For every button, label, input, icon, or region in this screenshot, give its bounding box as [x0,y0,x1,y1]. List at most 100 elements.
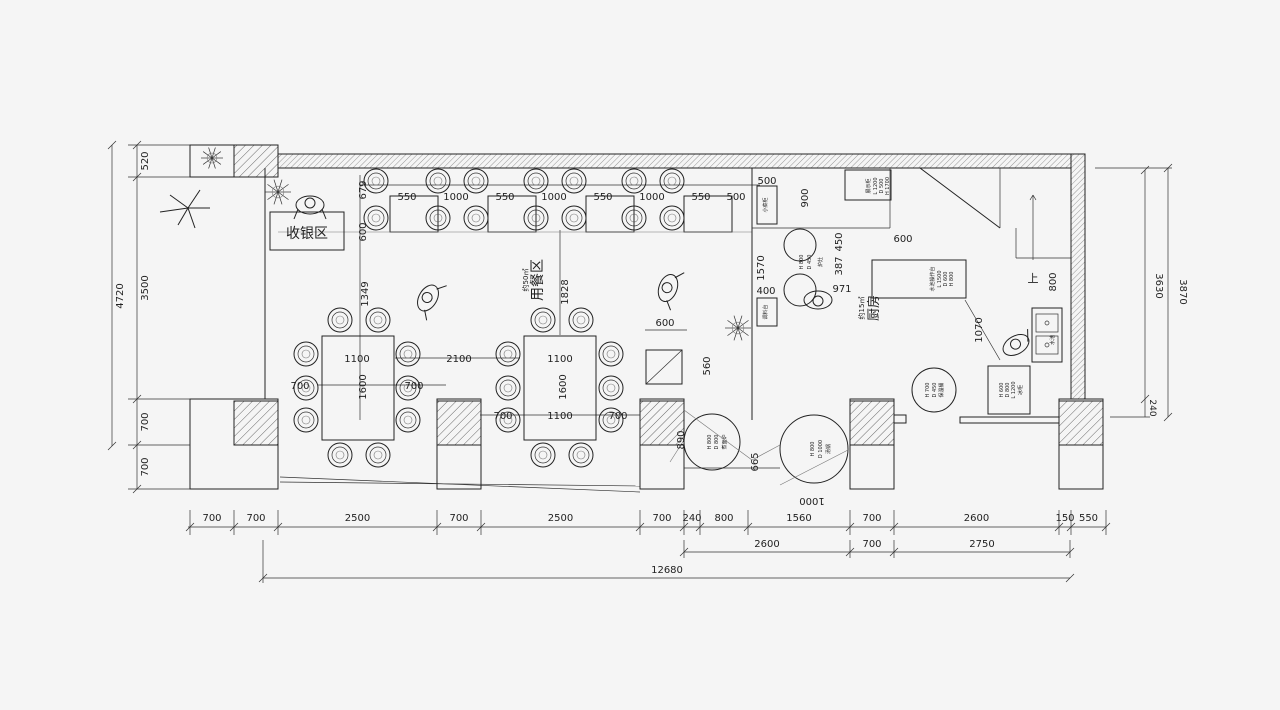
equip-spec-zhanshigui-2: D 500 [879,179,885,194]
dim-top-row: 1000 [541,192,566,203]
dim-left-inner: 520 [140,151,151,170]
dim-dining: 1100 [344,354,369,365]
dim-bottom-row1: 240 [682,513,701,524]
stool [495,341,521,367]
stool [293,375,319,401]
dim-right-inner: 3630 [1153,273,1164,298]
dim-left-outer: 4720 [115,283,126,308]
equip-spec-zhumianlu-1: D 800 [714,435,720,450]
stool [395,341,421,367]
stool [425,168,451,194]
stairs [919,167,1071,259]
dining-area: 约50㎡ [521,269,530,292]
dining-tables [278,195,752,441]
dim-kitchen: 500 [757,176,776,187]
dim-bottom-row1: 700 [202,513,221,524]
stool [495,407,521,433]
dim-dining: 1349 [360,281,371,306]
stool [463,168,489,194]
dim-bottom-row1: 700 [449,513,468,524]
stool [530,442,556,468]
equip-name-zhumianlu: 煮面炉 [721,434,728,449]
dim-dining: 700 [608,411,627,422]
dim-bottom-row1: 700 [246,513,265,524]
dim-left-inner: 700 [140,457,151,476]
dim-dining: 1828 [560,279,571,304]
stool [568,442,594,468]
stool [463,205,489,231]
label-xiaocaigui: 小菜柜 [762,197,769,212]
dim-top-row: 550 [593,192,612,203]
dim-top-row: 550 [691,192,710,203]
equip-name-tangguo: 汤锅 [825,444,832,454]
dim-dining: 1600 [558,374,569,399]
equip-spec-tangguo-2: H 800 [810,442,816,457]
dim-dining: 1600 [358,374,369,399]
equip-spec-shuichi-2: D 600 [943,272,949,287]
stool [495,375,521,401]
dim-left-inner: 3500 [140,275,151,300]
dim-dining: 560 [702,356,713,375]
dim-kitchen: 387 [834,256,845,275]
plant-icon [725,315,751,341]
equip-spec-luzao-2: H 800 [799,255,805,270]
equip-name-luzao: 炉灶 [817,257,824,267]
kitchen-area-label: 约15㎡ [857,297,866,320]
dim-bottom-row1: 2500 [345,513,370,524]
dim-top-row: 550 [495,192,514,203]
stool [561,168,587,194]
dim-right-outer: 3870 [1177,279,1188,304]
dim-left-inner: 700 [140,412,151,431]
stool [523,168,549,194]
person-kitchen-2 [1002,329,1030,356]
stool [659,205,685,231]
columns [189,144,1104,490]
person-kitchen-1 [803,290,833,310]
equip-spec-binggui-2: D 800 [1005,383,1011,398]
dim-bottom-row1: 800 [714,513,733,524]
stool [530,307,556,333]
dim-kitchen: 900 [800,188,811,207]
plants [159,147,751,341]
equip-spec-shuichi-1: L 1500 [937,270,943,287]
dim-right-inner: 240 [1147,399,1157,416]
equip-spec-baowentong-1: D 450 [932,383,938,398]
dim-bottom-row2: 700 [862,539,881,550]
stool [327,307,353,333]
equip-spec-binggui-1: L 1200 [1011,381,1017,398]
label-shuichi: 水池 [1049,335,1056,345]
dim-top-row: 500 [726,192,745,203]
dim-bottom-row1: 150 [1055,513,1074,524]
dim-dining: 700 [493,411,512,422]
equip-spec-shuichi-3: H 800 [949,272,955,287]
dim-dining: 700 [290,381,309,392]
dim-dining: 890 [676,430,687,449]
dim-top-row: 1000 [639,192,664,203]
stool [568,307,594,333]
dim-dining: 2100 [446,354,471,365]
dining-stools [293,168,685,468]
stair-up-label: 上 [1028,272,1039,285]
stool [621,168,647,194]
stool [327,442,353,468]
dim-bottom-row1: 700 [652,513,671,524]
dim-dining: 1100 [547,354,572,365]
dining-label: 用餐区 [530,259,546,301]
stool [561,205,587,231]
dim-bottom-row2: 2750 [969,539,994,550]
dim-dining: 665 [750,452,761,471]
equip-spec-binggui-3: H 600 [999,383,1005,398]
dim-bottom-row1: 2600 [964,513,989,524]
stool [365,442,391,468]
dim-dining: 700 [404,381,423,392]
person-diner-1 [417,284,447,321]
cashier-label: 收银区 [286,226,328,242]
dim-kitchen: 400 [756,286,775,297]
dim-dining: 679 [358,180,369,199]
dim-kitchen: 1070 [974,317,985,342]
stool [365,307,391,333]
dim-kitchen: 971 [832,284,851,295]
equip-name-binggui: 冰柜 [1017,385,1024,395]
equip-spec-zhanshigui-3: H 1700 [885,177,891,195]
stool [293,341,319,367]
